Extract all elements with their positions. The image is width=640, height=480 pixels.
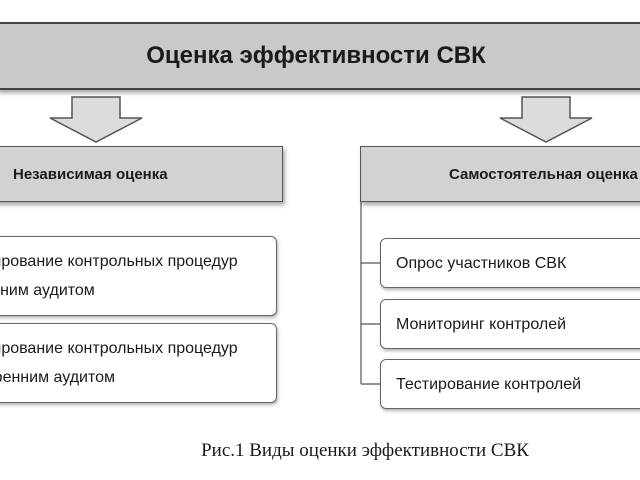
right-branch-header-text: Самостоятельная оценка <box>449 165 638 183</box>
right-item-1: Опрос участников СВК <box>380 238 640 288</box>
down-arrow-left <box>49 96 143 143</box>
left-item-1: тестирование контрольных процедур внешни… <box>0 236 277 316</box>
left-item-2-line1: тестирование контрольных процедур <box>0 340 238 357</box>
right-item-3: Тестирование контролей <box>380 359 640 409</box>
down-arrow-right <box>499 96 593 143</box>
left-branch-header-text: Независимая оценка <box>13 165 168 183</box>
left-item-1-line2: внешним аудитом <box>0 282 95 299</box>
left-branch-header: Независимая оценка <box>0 146 283 202</box>
right-branch-header: Самостоятельная оценка <box>360 146 640 202</box>
left-item-2-line2: внутренним аудитом <box>0 369 116 386</box>
figure-caption: Рис.1 Виды оценки эффективности СВК <box>201 440 529 461</box>
right-item-2-text: Мониторинг контролей <box>396 315 567 333</box>
right-item-2: Мониторинг контролей <box>380 299 640 349</box>
diagram-title: Оценка эффективности СВК <box>146 42 486 69</box>
left-item-1-line1: тестирование контрольных процедур <box>0 253 238 270</box>
title-box: Оценка эффективности СВК <box>0 22 640 90</box>
right-item-3-text: Тестирование контролей <box>396 375 582 393</box>
right-item-1-text: Опрос участников СВК <box>396 254 567 272</box>
left-item-2: тестирование контрольных процедур внутре… <box>0 323 277 403</box>
